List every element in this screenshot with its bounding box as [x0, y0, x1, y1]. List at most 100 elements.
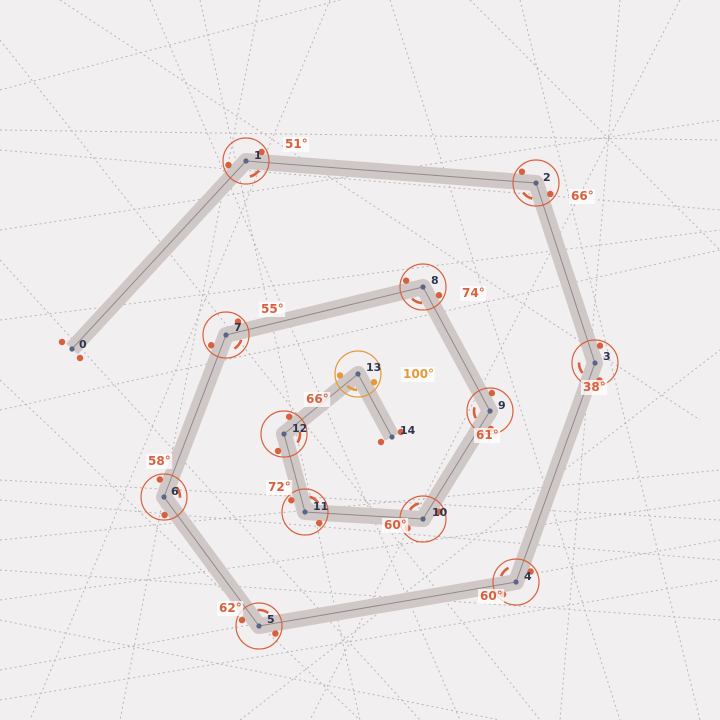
construction-line: [0, 569, 720, 621]
construction-line: [239, 349, 720, 720]
angle-arc: [499, 566, 510, 577]
construction-line: [0, 499, 720, 561]
angle-circle: [222, 137, 270, 185]
vertex-label: 0: [79, 338, 87, 351]
endpoint-dot: [518, 168, 526, 175]
angle-label-bg: [304, 392, 331, 407]
endpoint-dot: [527, 568, 534, 575]
angle-arc: [249, 169, 261, 178]
angle-circle: [281, 488, 329, 536]
angle-label: 60°: [480, 589, 503, 603]
vertex-label: 6: [171, 485, 179, 498]
construction-line: [0, 499, 720, 601]
vertex-dot: [513, 579, 519, 585]
vertex-dot: [223, 332, 229, 338]
angle-label: 66°: [306, 392, 329, 406]
angle-label-bg: [382, 518, 409, 533]
angle-circle: [260, 410, 308, 458]
angle-label: 51°: [285, 137, 308, 151]
vertex-8: 874°: [420, 274, 487, 301]
angle-label-bg: [283, 137, 310, 152]
angle-label: 38°: [583, 380, 606, 394]
angle-arc: [408, 502, 420, 511]
angle-arc: [296, 431, 302, 444]
angle-label: 74°: [462, 286, 485, 300]
angle-arc: [175, 486, 182, 498]
construction-line: [0, 129, 720, 141]
angle-circle: [334, 350, 382, 398]
vertex-label: 12: [292, 422, 307, 435]
construction-line: [0, 469, 720, 541]
vertex-dot: [69, 346, 75, 352]
construction-line: [29, 0, 331, 720]
angle-label-bg: [259, 302, 286, 317]
endpoint-dot: [436, 508, 443, 515]
endpoint-dot: [207, 342, 215, 349]
vertex-0: 0: [69, 338, 87, 352]
vertex-label: 10: [432, 506, 448, 519]
construction-line: [0, 119, 720, 231]
angle-label-bg: [266, 480, 293, 495]
endpoint-dot: [285, 413, 293, 420]
vertex-3: 338°: [581, 350, 611, 395]
angle-label-bg: [581, 380, 608, 395]
path-centerline: [71, 160, 596, 627]
vertex-2: 2 66°: [533, 171, 596, 204]
vertex-6: 6 58°: [146, 454, 179, 500]
construction-line: [149, 0, 461, 720]
vertex-14: 14: [389, 424, 416, 440]
angle-label: 62°: [219, 601, 242, 615]
angle-arc: [577, 362, 584, 374]
endpoint-dot: [58, 338, 66, 346]
vertex-dot: [256, 623, 262, 629]
construction-line: [0, 479, 720, 521]
vertex-dot: [487, 408, 493, 414]
construction-line: [0, 259, 421, 720]
vertex-label: 2: [543, 171, 551, 184]
endpoint-dot: [258, 148, 265, 156]
endpoint-dot: [397, 428, 405, 436]
path-centerline-stroke: [71, 160, 596, 627]
angle-circle: [492, 558, 540, 606]
endpoint-dot: [336, 372, 344, 379]
endpoint-dot: [488, 389, 496, 397]
angle-arc: [309, 495, 320, 504]
construction-line: [389, 0, 621, 720]
construction-line: [119, 0, 261, 720]
endpoint-dot: [238, 616, 246, 624]
endpoint-dot: [435, 292, 443, 299]
construction-line: [0, 619, 501, 720]
angle-arc: [411, 297, 423, 305]
vertex-label: 5: [267, 613, 275, 626]
angle-label-bg: [146, 454, 173, 469]
angle-label-bg: [569, 189, 596, 204]
construction-line: [0, 579, 720, 701]
angle-arc: [257, 608, 269, 615]
angle-circle: [202, 311, 250, 359]
angle-arc: [233, 339, 243, 350]
vertex-5: 5 62°: [217, 601, 275, 629]
angle-label: 72°: [268, 480, 291, 494]
vertex-4: 4 60°: [478, 570, 532, 604]
vertex-label: 4: [524, 570, 532, 583]
vertex-label: 13: [366, 361, 381, 374]
angle-label: 58°: [148, 454, 171, 468]
angle-circle: [399, 263, 447, 311]
vertex-label: 14: [400, 424, 416, 437]
angle-label: 66°: [571, 189, 594, 203]
endpoint-dot: [156, 476, 164, 483]
angle-markers: [58, 137, 619, 650]
endpoint-dot: [225, 161, 232, 169]
endpoint-dot: [370, 379, 378, 386]
endpoint-dot: [76, 354, 84, 362]
angle-label-bg: [401, 367, 435, 382]
endpoint-dot: [377, 438, 385, 446]
vertex-dot: [420, 284, 426, 290]
vertex-dot: [389, 434, 395, 440]
angle-circle: [140, 473, 188, 521]
vertex-7: 755°: [223, 302, 286, 338]
endpoint-dot: [596, 342, 604, 349]
